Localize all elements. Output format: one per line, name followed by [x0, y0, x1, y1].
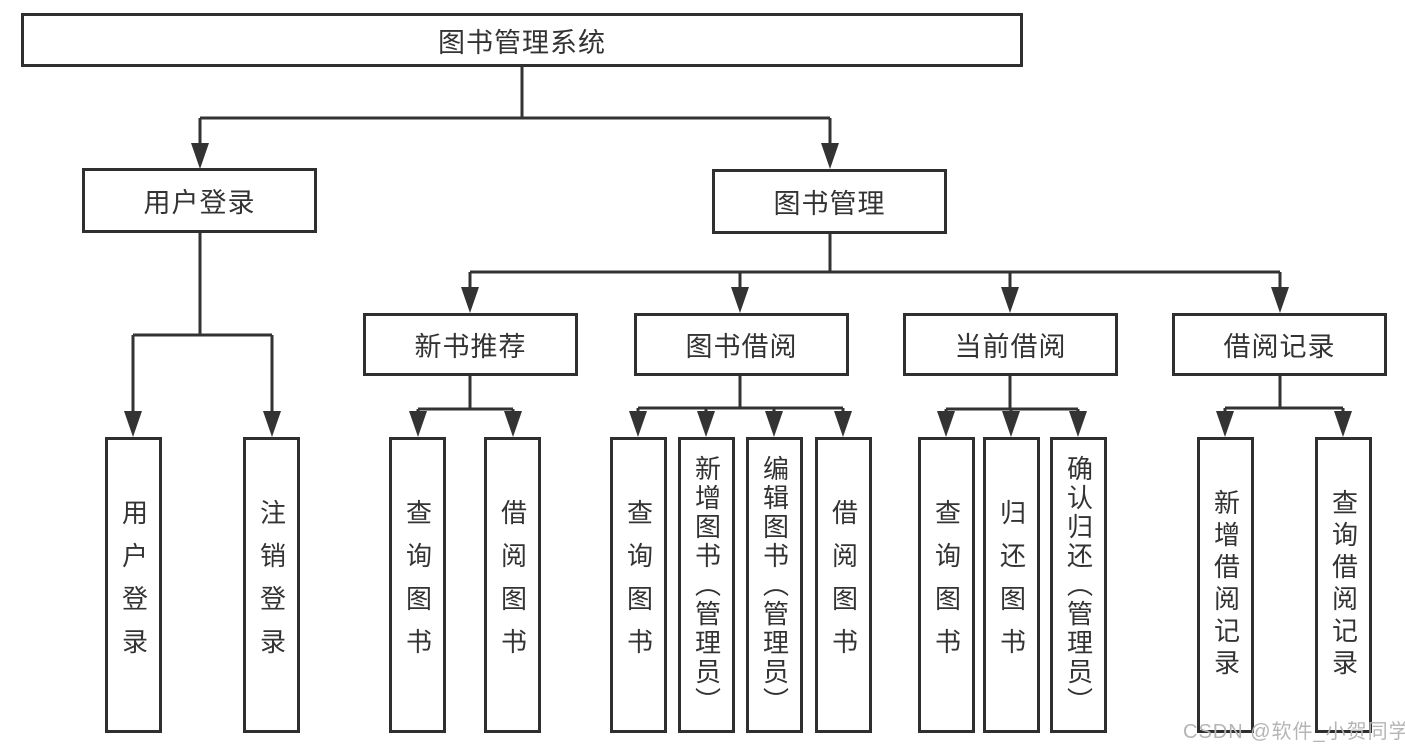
leaf-edit-book-admin: 编辑图书（管理员） [746, 437, 803, 733]
connector-book-borrow-to-leaves [629, 376, 852, 437]
leaf-borrow-book: 借阅图书 [815, 437, 872, 733]
leaf-search-book-recommend: 查询图书 [389, 437, 446, 733]
connector-current-borrow-to-leaves [937, 376, 1087, 437]
node-book-mgmt: 图书管理 [712, 169, 947, 234]
leaf-search-book-borrow: 查询图书 [610, 437, 667, 733]
node-root: 图书管理系统 [21, 13, 1023, 67]
leaf-logout: 注销登录 [243, 437, 300, 733]
connector-borrow-records-to-leaves [1216, 376, 1352, 437]
leaf-search-borrow-record: 查询借阅记录 [1315, 437, 1372, 733]
leaf-return-book: 归还图书 [983, 437, 1040, 733]
node-user-login: 用户登录 [82, 168, 317, 233]
leaf-add-book-admin: 新增图书（管理员） [678, 437, 735, 733]
node-book-borrow: 图书借阅 [634, 313, 849, 376]
connector-new-book-to-leaves [409, 376, 522, 437]
node-new-book-recommend: 新书推荐 [363, 313, 578, 376]
leaf-confirm-return-admin: 确认归还（管理员） [1050, 437, 1107, 733]
node-current-borrow: 当前借阅 [903, 313, 1118, 376]
node-borrow-records: 借阅记录 [1172, 313, 1387, 376]
connector-root-to-level2 [191, 67, 839, 169]
connector-book-mgmt-to-level3 [461, 234, 1289, 313]
connector-user-login-to-leaves [124, 233, 281, 437]
leaf-user-login: 用户登录 [105, 437, 162, 733]
leaf-search-book-current: 查询图书 [918, 437, 975, 733]
watermark: CSDN @软件_小贺同学 [1183, 721, 1405, 743]
leaf-borrow-book-recommend: 借阅图书 [484, 437, 541, 733]
leaf-add-borrow-record: 新增借阅记录 [1197, 437, 1254, 733]
